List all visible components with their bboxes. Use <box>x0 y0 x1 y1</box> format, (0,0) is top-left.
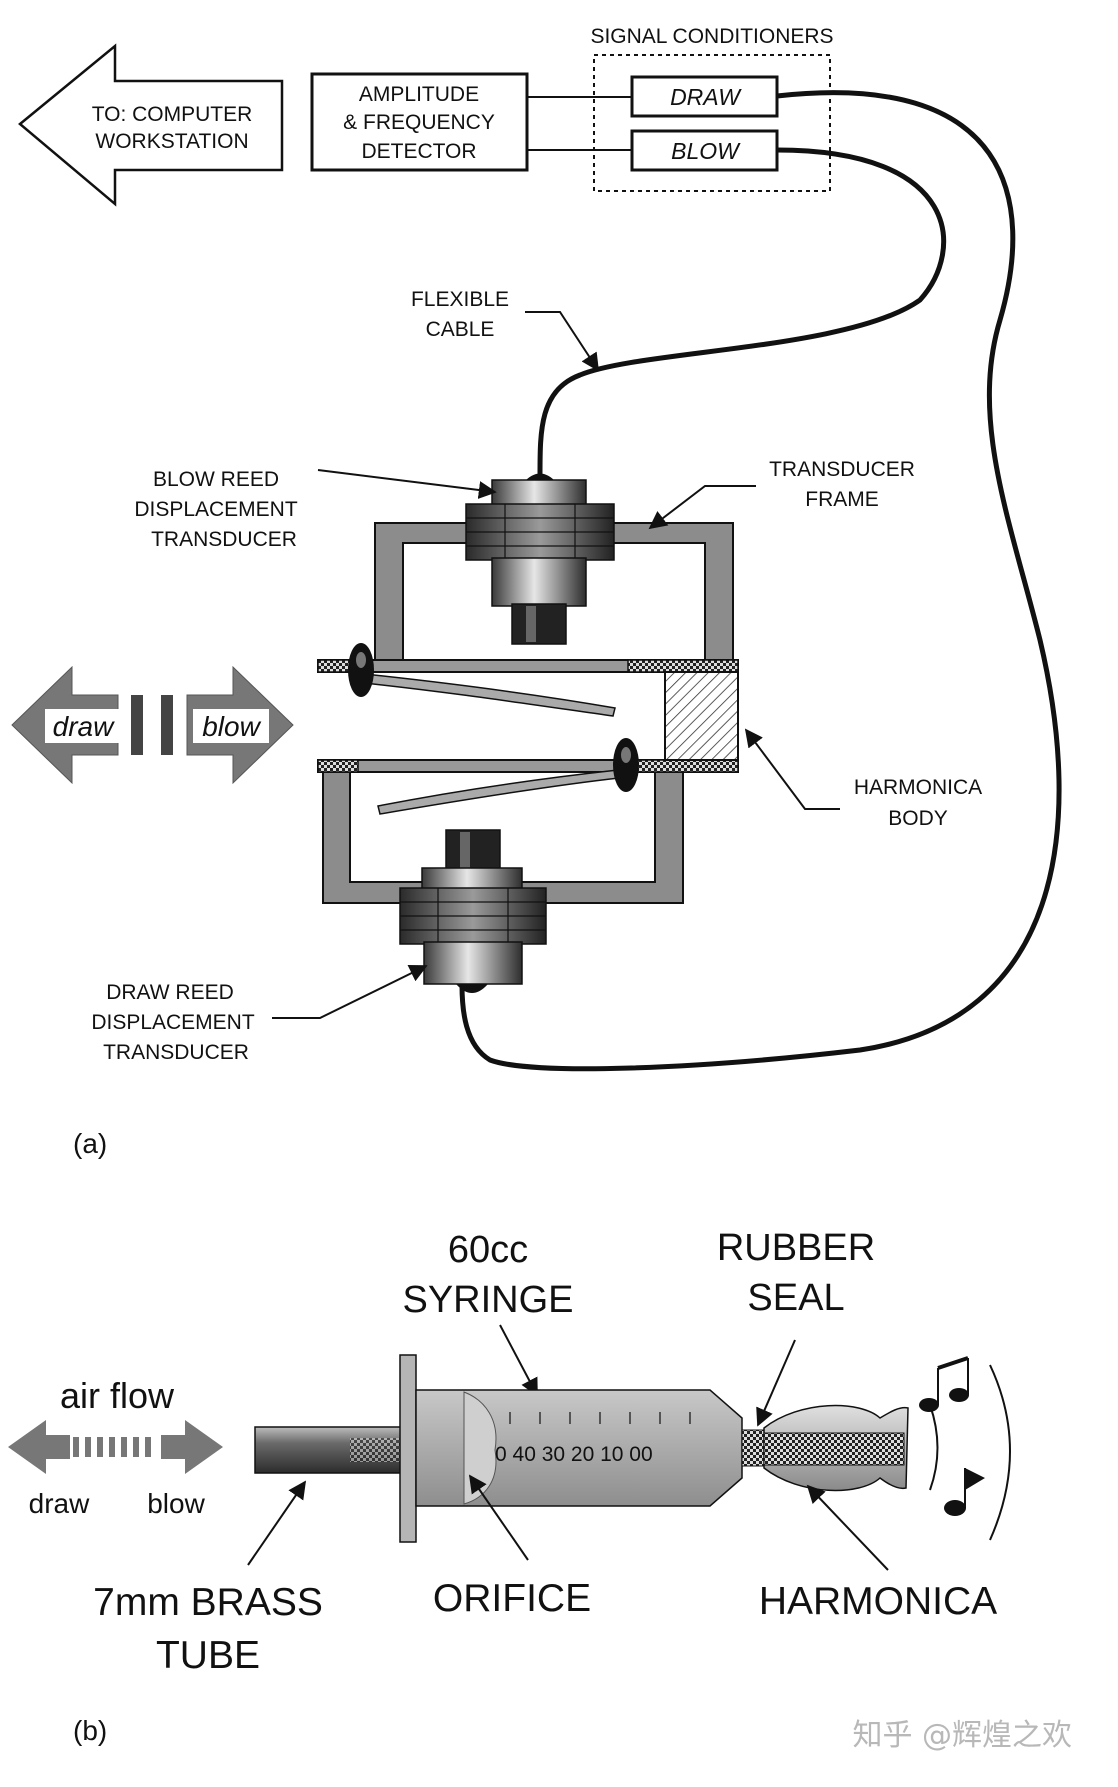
syringe-pointer <box>499 1324 538 1397</box>
rubber-seal <box>741 1429 765 1467</box>
brass-tube-label-1: 7mm BRASS <box>93 1581 323 1624</box>
harmonica-label: HARMONICA <box>759 1580 997 1623</box>
blow-transducer-nut-facets <box>466 504 614 560</box>
blow-cable <box>537 147 947 476</box>
signal-conditioners-label: SIGNAL CONDITIONERS <box>590 25 833 48</box>
draw-transducer-label-1: DRAW REED <box>106 981 234 1004</box>
lower-rivet-shine <box>621 747 631 763</box>
detector-label-2: & FREQUENCY <box>343 111 495 134</box>
blow-transducer-label-1: BLOW REED <box>153 468 279 491</box>
syringe-scale-text: 0 40 30 20 10 00 <box>495 1443 653 1466</box>
draw-transducer-probe-shine <box>460 832 470 868</box>
blow-transducer-pointer <box>317 469 497 499</box>
sound-wave-1 <box>929 1404 939 1491</box>
arrow-dash-1 <box>131 695 143 755</box>
flexible-cable-pointer <box>525 311 599 372</box>
upper-rivet <box>348 643 374 697</box>
blow-conditioner-label: BLOW <box>671 138 741 164</box>
harmonica-body-block <box>664 671 739 761</box>
rubber-seal-label-2: SEAL <box>747 1277 844 1319</box>
syringe-flange <box>399 1354 417 1543</box>
air-flow-draw-label: draw <box>29 1488 90 1519</box>
harmonica-body-label-2: BODY <box>888 807 948 830</box>
blow-transducer-probe <box>511 603 567 645</box>
detector-box <box>310 72 529 172</box>
draw-transducer-cap <box>456 984 488 993</box>
transducer-frame-label-1: TRANSDUCER <box>769 458 915 481</box>
draw-arrow-label-bg <box>45 709 121 743</box>
lower-plate-end-right <box>627 759 739 773</box>
harmonica-pointer <box>806 1484 889 1571</box>
computer-arrow-label-1: TO: COMPUTER <box>92 103 253 126</box>
syringe-scale-ticks <box>509 1412 691 1424</box>
air-flow-draw-head <box>8 1420 70 1474</box>
air-flow-blow-head <box>161 1420 223 1474</box>
syringe-label-2: SYRINGE <box>402 1279 573 1321</box>
upper-plate-end-right <box>627 659 739 673</box>
blow-conditioner-box <box>630 129 779 172</box>
brass-tube-pointer <box>247 1480 307 1566</box>
blow-arrow-label-bg <box>193 709 269 743</box>
air-flow-label: air flow <box>60 1375 175 1416</box>
blow-transducer-body <box>491 557 587 607</box>
panel-b-caption: (b) <box>73 1715 107 1746</box>
orifice-label: ORIFICE <box>433 1577 591 1620</box>
blow-transducer-top <box>491 479 587 507</box>
blow-transducer-label-3: TRANSDUCER <box>151 528 297 551</box>
rubber-seal-pointer <box>756 1339 796 1427</box>
harmonica-body-pointer <box>744 728 840 810</box>
draw-transducer-nut-facets <box>400 888 546 944</box>
sound-wave-2 <box>989 1364 1011 1541</box>
air-flow-dashes <box>73 1437 151 1457</box>
draw-reed <box>377 769 620 815</box>
draw-transducer-probe <box>445 829 501 871</box>
harmonica-body-label-1: HARMONICA <box>854 776 982 799</box>
lower-plate-end-left <box>317 759 359 773</box>
music-notes-icon <box>919 1356 985 1516</box>
draw-cable <box>459 90 1062 1072</box>
rubber-seal-label-1: RUBBER <box>717 1227 875 1269</box>
computer-arrow-label-2: WORKSTATION <box>95 130 248 153</box>
orifice-pointer <box>468 1474 529 1561</box>
air-flow-blow-label: blow <box>147 1488 205 1519</box>
upper-rivet-shine <box>356 652 366 668</box>
transducer-frame-label-2: FRAME <box>805 488 879 511</box>
detector-label-1: AMPLITUDE <box>359 83 479 106</box>
blow-transducer-label-2: DISPLACEMENT <box>134 498 298 521</box>
blow-transducer-probe-shine <box>526 606 536 642</box>
arrow-dash-2 <box>161 695 173 755</box>
harmonica-comb <box>763 1432 905 1466</box>
draw-transducer-pointer <box>272 965 428 1019</box>
panel-a-caption: (a) <box>73 1128 107 1159</box>
detector-label-3: DETECTOR <box>361 140 476 163</box>
syringe-label-1: 60cc <box>448 1229 528 1271</box>
draw-transducer-label-2: DISPLACEMENT <box>91 1011 255 1034</box>
draw-direction-label: draw <box>53 711 115 742</box>
watermark: 知乎 @辉煌之欢 <box>852 1718 1072 1753</box>
blow-direction-label: blow <box>202 711 261 742</box>
flexible-cable-label-1: FLEXIBLE <box>411 288 509 311</box>
transducer-frame-pointer <box>648 485 756 530</box>
blow-reed <box>354 672 616 717</box>
signal-conditioners-box <box>593 54 831 192</box>
draw-transducer-bottom <box>423 941 523 985</box>
lower-rivet <box>613 738 639 792</box>
computer-arrow-shape <box>18 43 284 207</box>
draw-conditioner-label: DRAW <box>670 84 742 110</box>
flexible-cable-label-2: CABLE <box>426 318 495 341</box>
draw-transducer-label-3: TRANSDUCER <box>103 1041 249 1064</box>
brass-tube-label-2: TUBE <box>156 1634 260 1677</box>
